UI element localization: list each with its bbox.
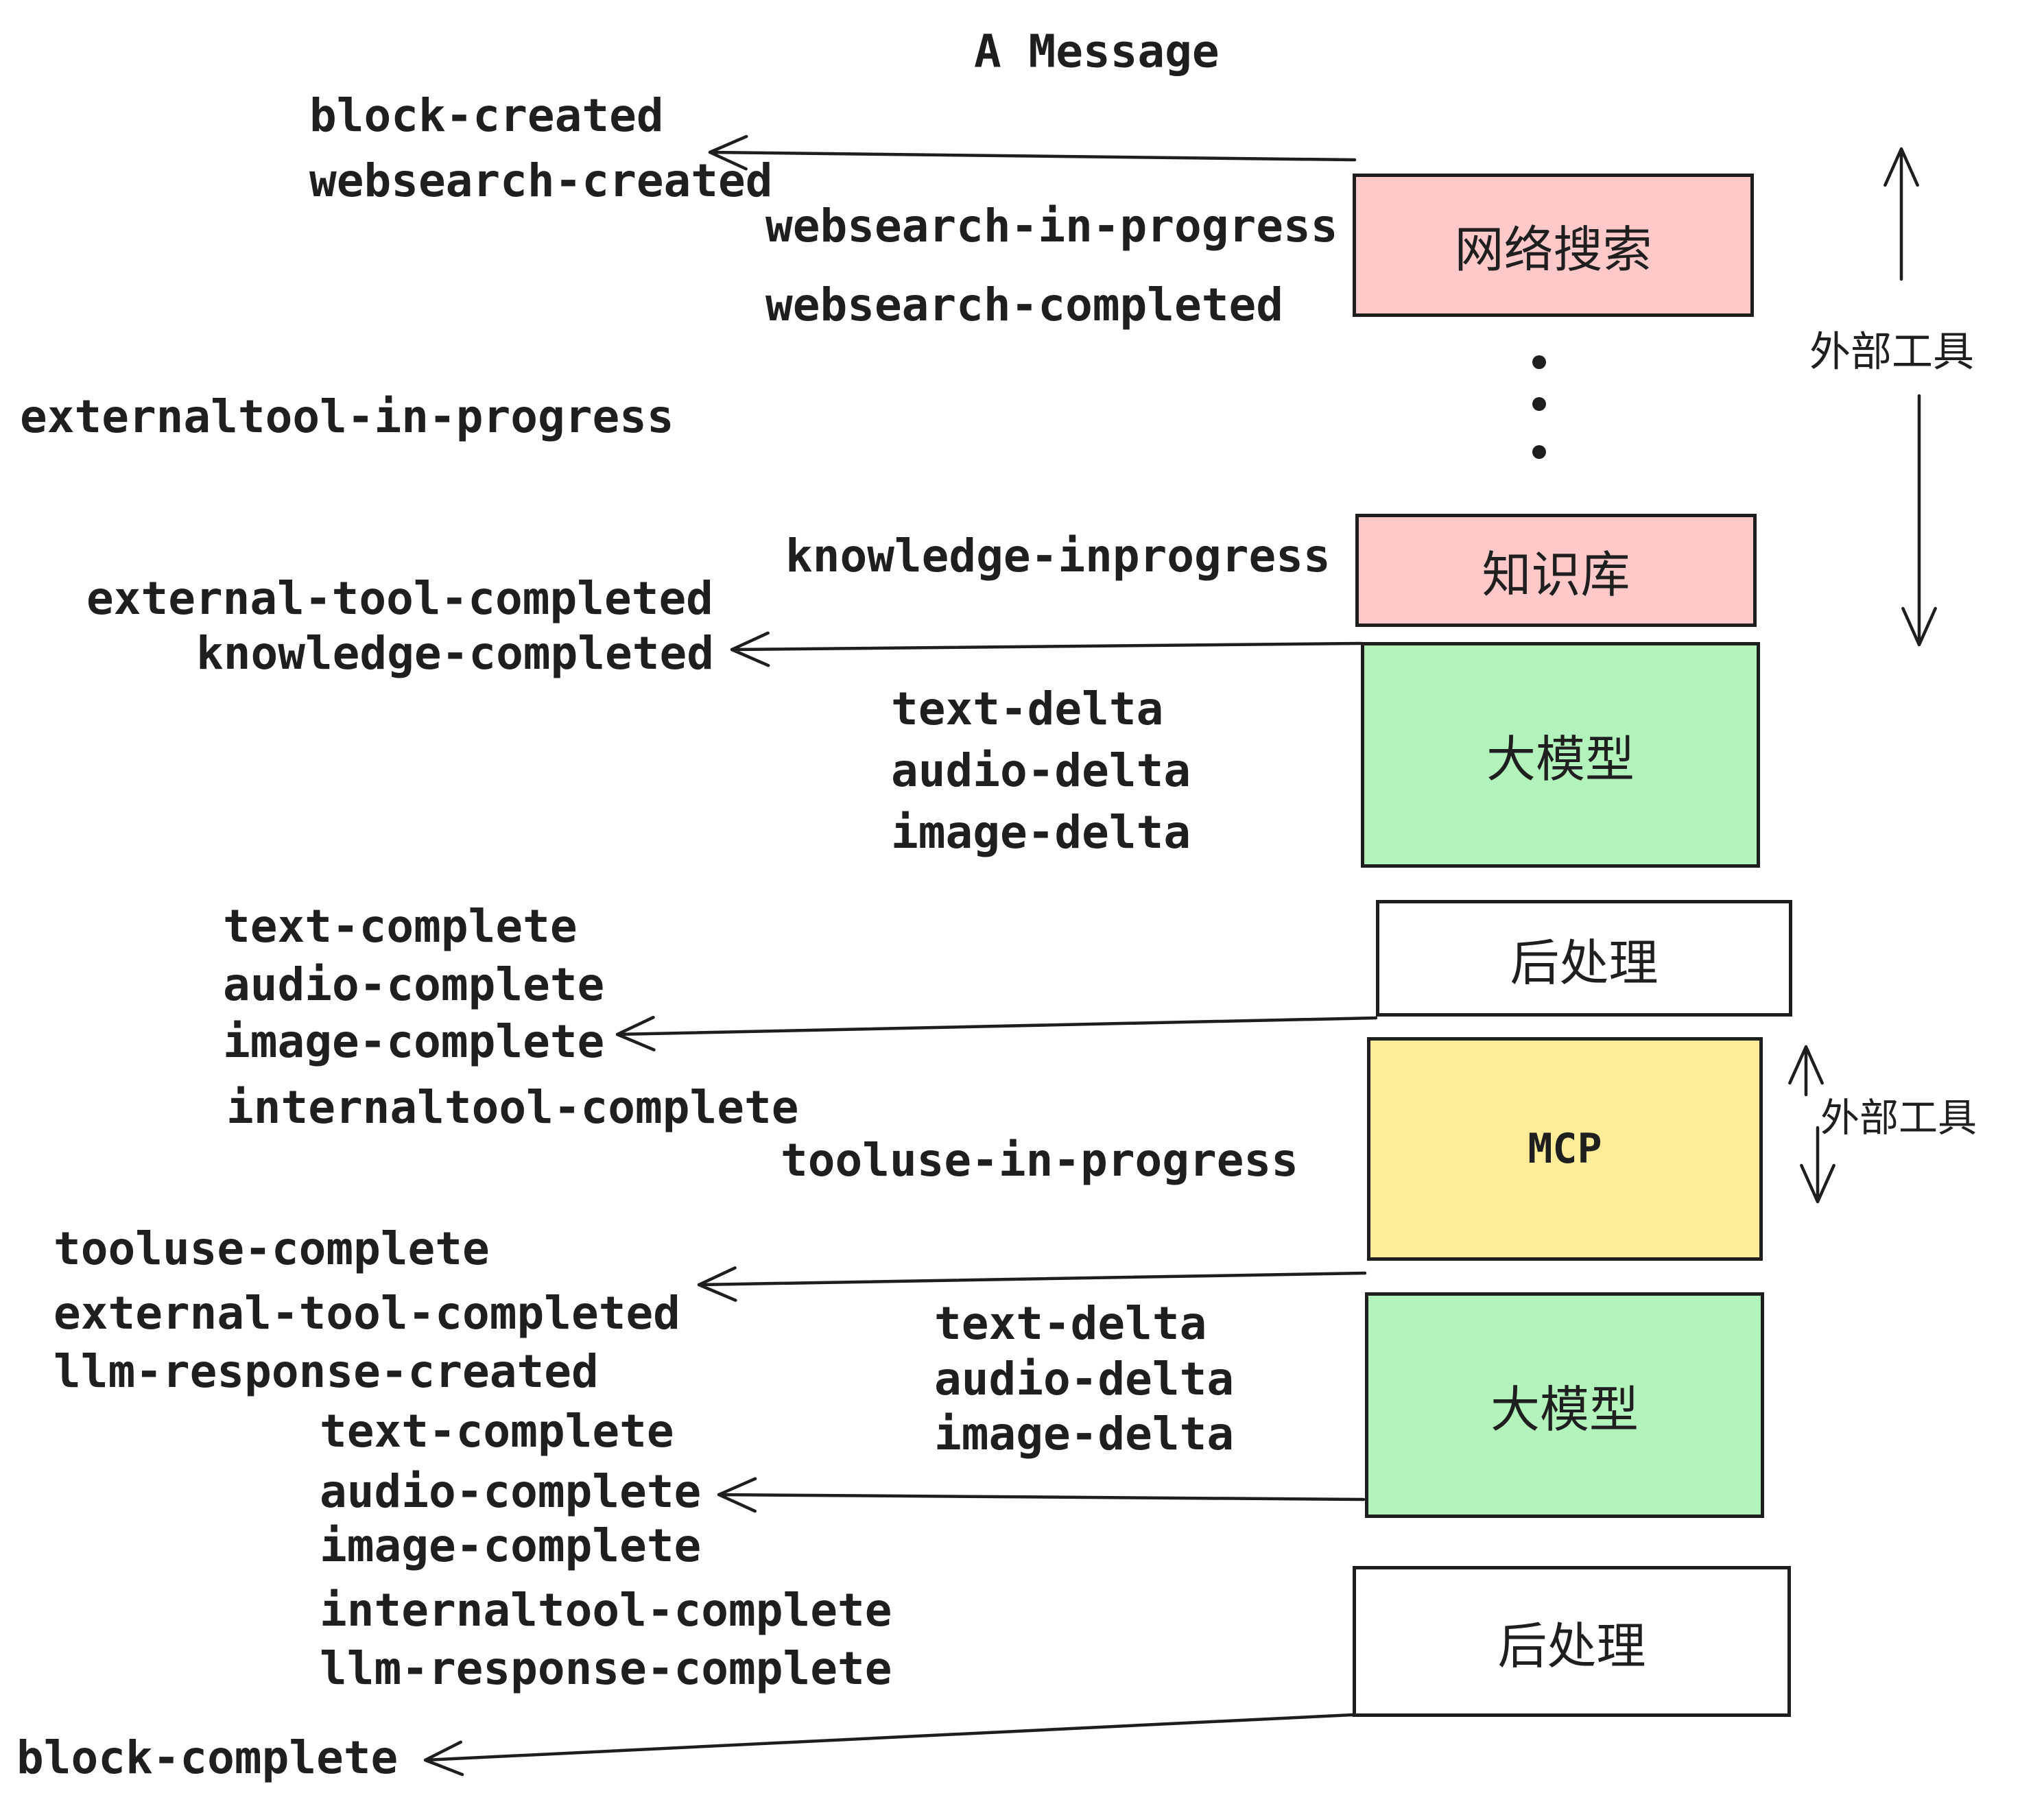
arrow-to-image-complete (615, 1015, 1378, 1052)
box-label-llm-1: 大模型 (1486, 733, 1635, 787)
box-label-post-process-1: 后处理 (1510, 936, 1659, 991)
arrow-to-audio-complete (717, 1477, 1366, 1513)
event-label-text-delta-19: text-delta (934, 1296, 1207, 1350)
arrow-to-tooluse-complete (697, 1266, 1367, 1302)
event-label-external-tool-completed-6: external-tool-completed (86, 571, 713, 625)
event-label-block-created-0: block-created (309, 88, 664, 142)
box-knowledge-base: 知识库 (1355, 514, 1757, 627)
event-label-websearch-created-1: websearch-created (309, 154, 773, 207)
external-tools-up-arrow-1 (1883, 147, 1919, 281)
box-label-llm-2: 大模型 (1490, 1383, 1639, 1438)
arrow-to-block-complete (423, 1713, 1355, 1777)
event-label-image-delta-10: image-delta (891, 805, 1191, 859)
box-label-post-process-2: 后处理 (1497, 1619, 1646, 1674)
box-llm-1: 大模型 (1361, 642, 1760, 868)
arrow-to-knowledge-completed (730, 631, 1363, 667)
event-label-audio-complete-23: audio-complete (320, 1464, 702, 1518)
external-tools-down-arrow-1 (1901, 394, 1937, 647)
box-llm-2: 大模型 (1365, 1292, 1764, 1518)
event-label-llm-response-complete-26: llm-response-complete (320, 1641, 892, 1695)
event-label-image-complete-13: image-complete (223, 1014, 605, 1068)
event-label-image-complete-24: image-complete (320, 1519, 702, 1572)
external-tools-up-arrow-2 (1788, 1045, 1824, 1097)
box-label-web-search: 网络搜索 (1454, 223, 1652, 278)
event-label-text-complete-11: text-complete (223, 899, 578, 953)
event-label-audio-delta-20: audio-delta (934, 1352, 1235, 1405)
box-post-process-1: 后处理 (1376, 900, 1792, 1017)
ellipsis-dot-3 (1532, 445, 1546, 459)
external-tools-label-2: 外部工具 (1820, 1096, 1977, 1140)
event-label-websearch-completed-3: websearch-completed (765, 278, 1283, 331)
box-web-search: 网络搜索 (1353, 174, 1754, 317)
event-label-tooluse-complete-16: tooluse-complete (54, 1222, 490, 1275)
ellipsis-dot-2 (1532, 397, 1546, 411)
event-label-text-complete-22: text-complete (320, 1404, 674, 1458)
event-label-externaltool-in-progress-4: externaltool-in-progress (20, 390, 674, 443)
event-label-websearch-in-progress-2: websearch-in-progress (765, 199, 1338, 252)
event-label-external-tool-completed-17: external-tool-completed (54, 1286, 680, 1340)
box-post-process-2: 后处理 (1353, 1566, 1791, 1717)
event-label-tooluse-in-progress-15: tooluse-in-progress (781, 1133, 1298, 1187)
box-label-knowledge-base: 知识库 (1482, 548, 1630, 603)
event-label-audio-delta-9: audio-delta (891, 744, 1191, 797)
external-tools-label-1: 外部工具 (1809, 329, 1974, 375)
event-label-text-delta-8: text-delta (891, 682, 1164, 735)
event-label-block-complete-27: block-complete (16, 1731, 399, 1784)
event-label-llm-response-created-18: llm-response-created (54, 1344, 599, 1398)
external-tools-down-arrow-2 (1800, 1126, 1835, 1204)
arrow-to-block-created (708, 134, 1357, 171)
event-label-audio-complete-12: audio-complete (223, 958, 605, 1011)
event-label-internaltool-complete-25: internaltool-complete (320, 1583, 892, 1637)
page-title: A Message (974, 25, 1220, 78)
event-label-image-delta-21: image-delta (934, 1407, 1235, 1460)
event-label-knowledge-completed-7: knowledge-completed (196, 626, 714, 680)
box-label-mcp: MCP (1528, 1125, 1602, 1173)
event-label-knowledge-inprogress-5: knowledge-inprogress (785, 529, 1331, 582)
event-label-internaltool-complete-14: internaltool-complete (226, 1080, 799, 1134)
ellipsis-dot-1 (1532, 355, 1546, 369)
box-mcp: MCP (1367, 1037, 1763, 1261)
